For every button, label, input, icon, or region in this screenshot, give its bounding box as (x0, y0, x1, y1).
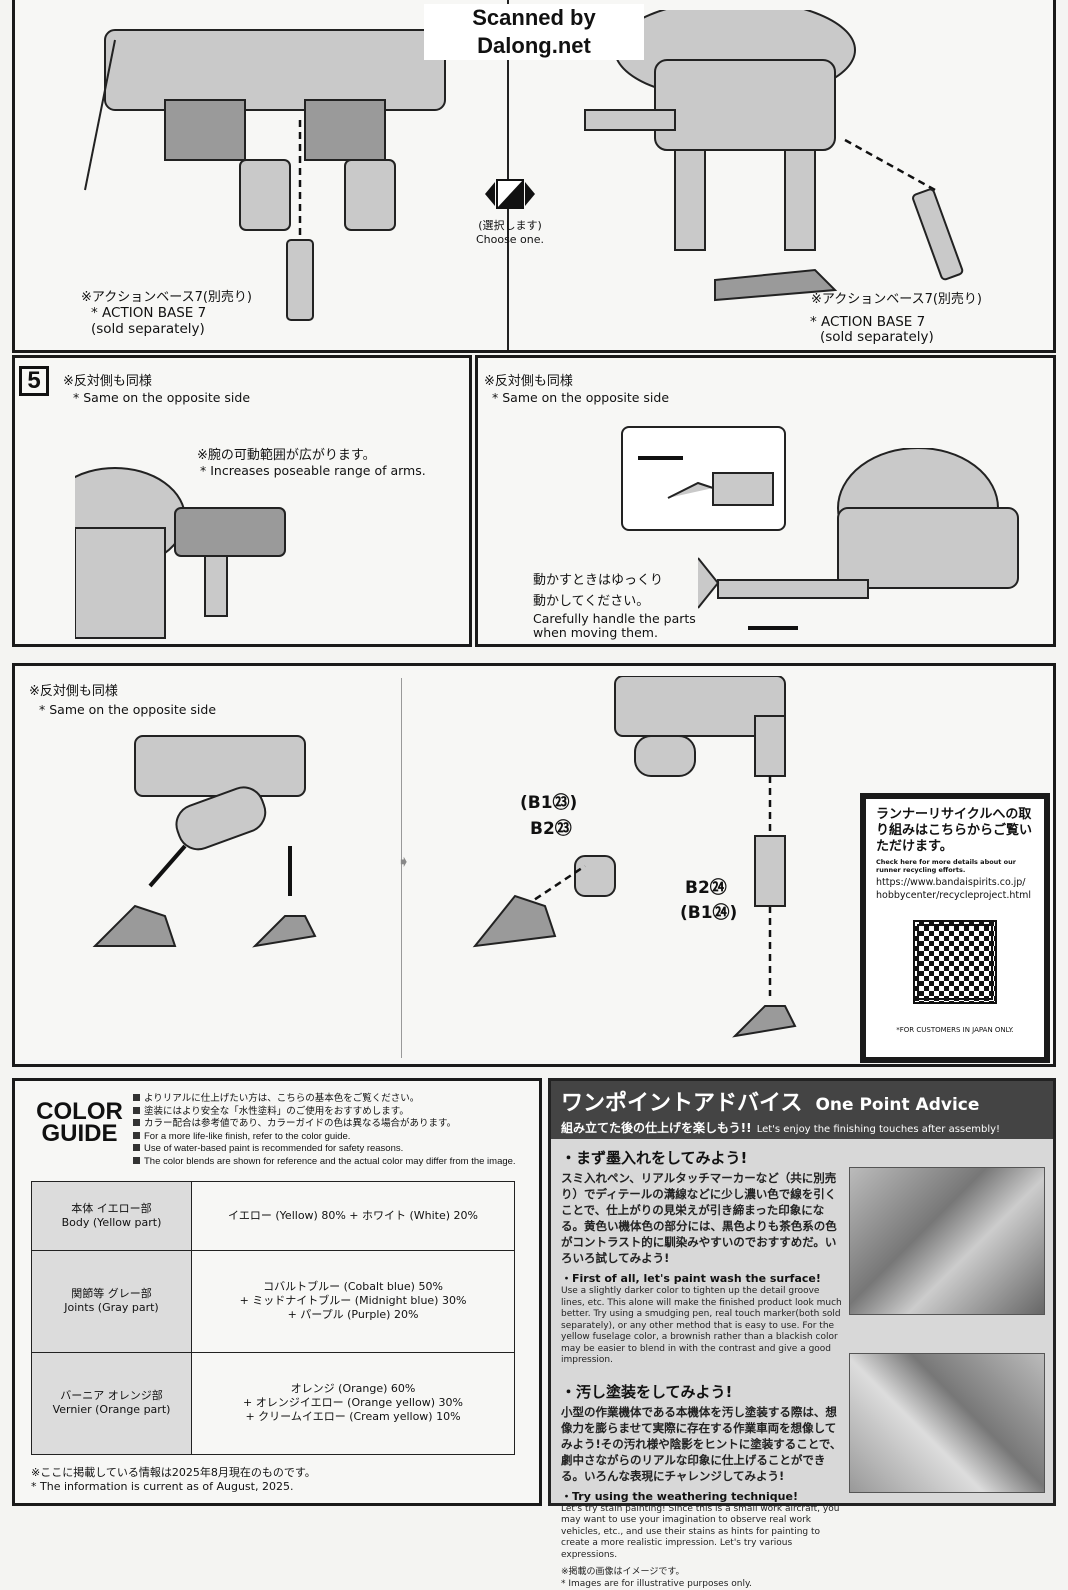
part-name-jp: バーニア オレンジ部 (32, 1389, 191, 1403)
footnote-en: * The information is current as of Augus… (31, 1479, 293, 1494)
panel-wash-photo (849, 1167, 1045, 1315)
note: よりリアルに仕上げたい方は、こちらの基本色をご覧ください。 (133, 1093, 533, 1106)
robot-arm-illustration (698, 448, 1058, 648)
same-opposite-en: * Same on the opposite side (39, 702, 216, 717)
choose-label-en: Choose one. (470, 232, 550, 247)
advice-header: ワンポイントアドバイス One Point Advice 組み立てた後の仕上げを… (551, 1081, 1053, 1139)
leg-parts-illustration (75, 726, 375, 986)
sold-separately-note-right: (sold separately) (820, 330, 934, 345)
section1-heading-en: ・First of all, let's paint wash the surf… (561, 1270, 843, 1286)
color-mix: + オレンジイエロー (Orange yellow) 30% (192, 1396, 514, 1410)
recycle-title-jp: ランナーリサイクルへの取り組みはこちらからご覧いただけます。 (876, 807, 1034, 855)
advice-subtitle-en: Let's enjoy the finishing touches after … (757, 1124, 1000, 1135)
careful-note-jp2: 動かしてください。 (533, 594, 649, 609)
color-mix: コバルトブルー (Cobalt blue) 50% (192, 1280, 514, 1294)
recycle-url-1[interactable]: https://www.bandaispirits.co.jp/ (876, 876, 1034, 889)
leg-assembly-illustration (455, 676, 815, 1056)
image-note-en: * Images are for illustrative purposes o… (561, 1579, 843, 1590)
step-number: 5 (19, 366, 49, 396)
part-name-en: Joints (Gray part) (32, 1301, 191, 1315)
part-name-en: Body (Yellow part) (32, 1216, 191, 1230)
note: 塗装にはより安全な「水性塗料」のご使用をおすすめします。 (133, 1106, 533, 1119)
part-name-jp: 本体 イエロー部 (32, 1202, 191, 1216)
color-mix: + クリームイエロー (Cream yellow) 10% (192, 1410, 514, 1424)
section2-text-en: Let's try stain painting! Since this is … (561, 1504, 843, 1562)
recycle-check-en: Check here for more details about our ru… (876, 858, 1034, 874)
color-mix: オレンジ (Orange) 60% (192, 1382, 514, 1396)
next-arrow-icon: ➧ (397, 852, 410, 871)
part-label-b1-24: (B1㉔) (680, 906, 737, 921)
section1-text-en: Use a slightly darker color to tighten u… (561, 1286, 843, 1367)
recycle-info-box: ランナーリサイクルへの取り組みはこちらからご覧いただけます。 Check her… (860, 793, 1050, 1063)
color-mix: イエロー (Yellow) 80% + ホワイト (White) 20% (192, 1209, 514, 1223)
advice-subtitle-jp: 組み立てた後の仕上げを楽しもう!! (561, 1121, 752, 1135)
careful-note-en1: Carefully handle the parts (533, 611, 696, 626)
section2-heading-en: ・Try using the weathering technique! (561, 1488, 843, 1504)
section1-heading-jp: ・まず墨入れをしてみよう! (561, 1147, 843, 1168)
choose-one-icon (485, 176, 535, 212)
note: The color blends are shown for reference… (133, 1156, 533, 1169)
image-note-jp: ※掲載の画像はイメージです。 (561, 1567, 843, 1579)
arm-joint-illustration (75, 448, 335, 648)
same-opposite-jp: ※反対側も同様 (484, 374, 573, 389)
color-mix: + パープル (Purple) 20% (192, 1308, 514, 1322)
advice-title-jp: ワンポイントアドバイス (561, 1091, 802, 1116)
section2-text-jp: 小型の作業機体である本機体を汚し塗装する際は、想像力を膨らませて実際に存在する作… (561, 1404, 843, 1484)
action-base-note-en: * ACTION BASE 7 (91, 306, 206, 321)
section1-text-jp: スミ入れペン、リアルタッチマーカーなど（共に別売り）でディテールの溝線などに少し… (561, 1170, 843, 1266)
same-opposite-jp: ※反対側も同様 (29, 684, 118, 699)
part-label-b1-23: (B1㉓) (520, 796, 577, 811)
action-base-note-jp-right: ※アクションベース7(別売り) (811, 292, 982, 307)
part-label-b2-23: B2㉓ (530, 822, 572, 837)
step6-panel: ※反対側も同様 * Same on the opposite side ➧ (B… (12, 663, 1056, 1067)
part-name-jp: 関節等 グレー部 (32, 1287, 191, 1301)
japan-only-note: *FOR CUSTOMERS IN JAPAN ONLY. (876, 1026, 1034, 1034)
part-label-b2-24: B2㉔ (685, 881, 727, 896)
step5-left-panel: 5 ※反対側も同様 * Same on the opposite side ※腕… (12, 355, 472, 647)
recycle-url-2[interactable]: hobbycenter/recycleproject.html (876, 889, 1034, 902)
same-opposite-jp: ※反対側も同様 (63, 374, 152, 389)
footnote-jp: ※ここに掲載している情報は2025年8月現在のものです。 (31, 1465, 316, 1480)
same-opposite-en: * Same on the opposite side (73, 390, 250, 405)
section2-heading-jp: ・汚し塗装をしてみよう! (561, 1381, 843, 1402)
action-base-note-en-right: * ACTION BASE 7 (810, 315, 925, 330)
advice-title-en: One Point Advice (815, 1095, 979, 1115)
sold-separately-note: (sold separately) (91, 322, 205, 337)
scan-watermark: Scanned by Dalong.net (424, 4, 644, 60)
qr-code[interactable] (913, 920, 997, 1004)
weathering-photo (849, 1353, 1045, 1493)
same-opposite-en: * Same on the opposite side (492, 390, 669, 405)
color-guide-notes: よりリアルに仕上げたい方は、こちらの基本色をご覧ください。 塗装にはより安全な「… (133, 1093, 533, 1168)
note: For a more life-like finish, refer to th… (133, 1131, 533, 1144)
robot-legs-illustration-left (75, 20, 495, 330)
action-base-note-jp: ※アクションベース7(別売り) (81, 290, 252, 305)
color-mix: + ミッドナイトブルー (Midnight blue) 30% (192, 1294, 514, 1308)
choose-label-jp: (選択します) (470, 218, 550, 233)
careful-note-jp1: 動かすときはゆっくり (533, 573, 663, 588)
careful-note-en2: when moving them. (533, 625, 658, 640)
one-point-advice-panel: ワンポイントアドバイス One Point Advice 組み立てた後の仕上げを… (548, 1078, 1056, 1506)
color-guide-title-line2: GUIDE (27, 1123, 132, 1145)
note: カラー配合は参考値であり、カラーガイドの色は異なる場合があります。 (133, 1118, 533, 1131)
step5-right-panel: ※反対側も同様 * Same on the opposite side 動かすと… (475, 355, 1056, 647)
part-name-en: Vernier (Orange part) (32, 1403, 191, 1417)
note: Use of water-based paint is recommended … (133, 1143, 533, 1156)
